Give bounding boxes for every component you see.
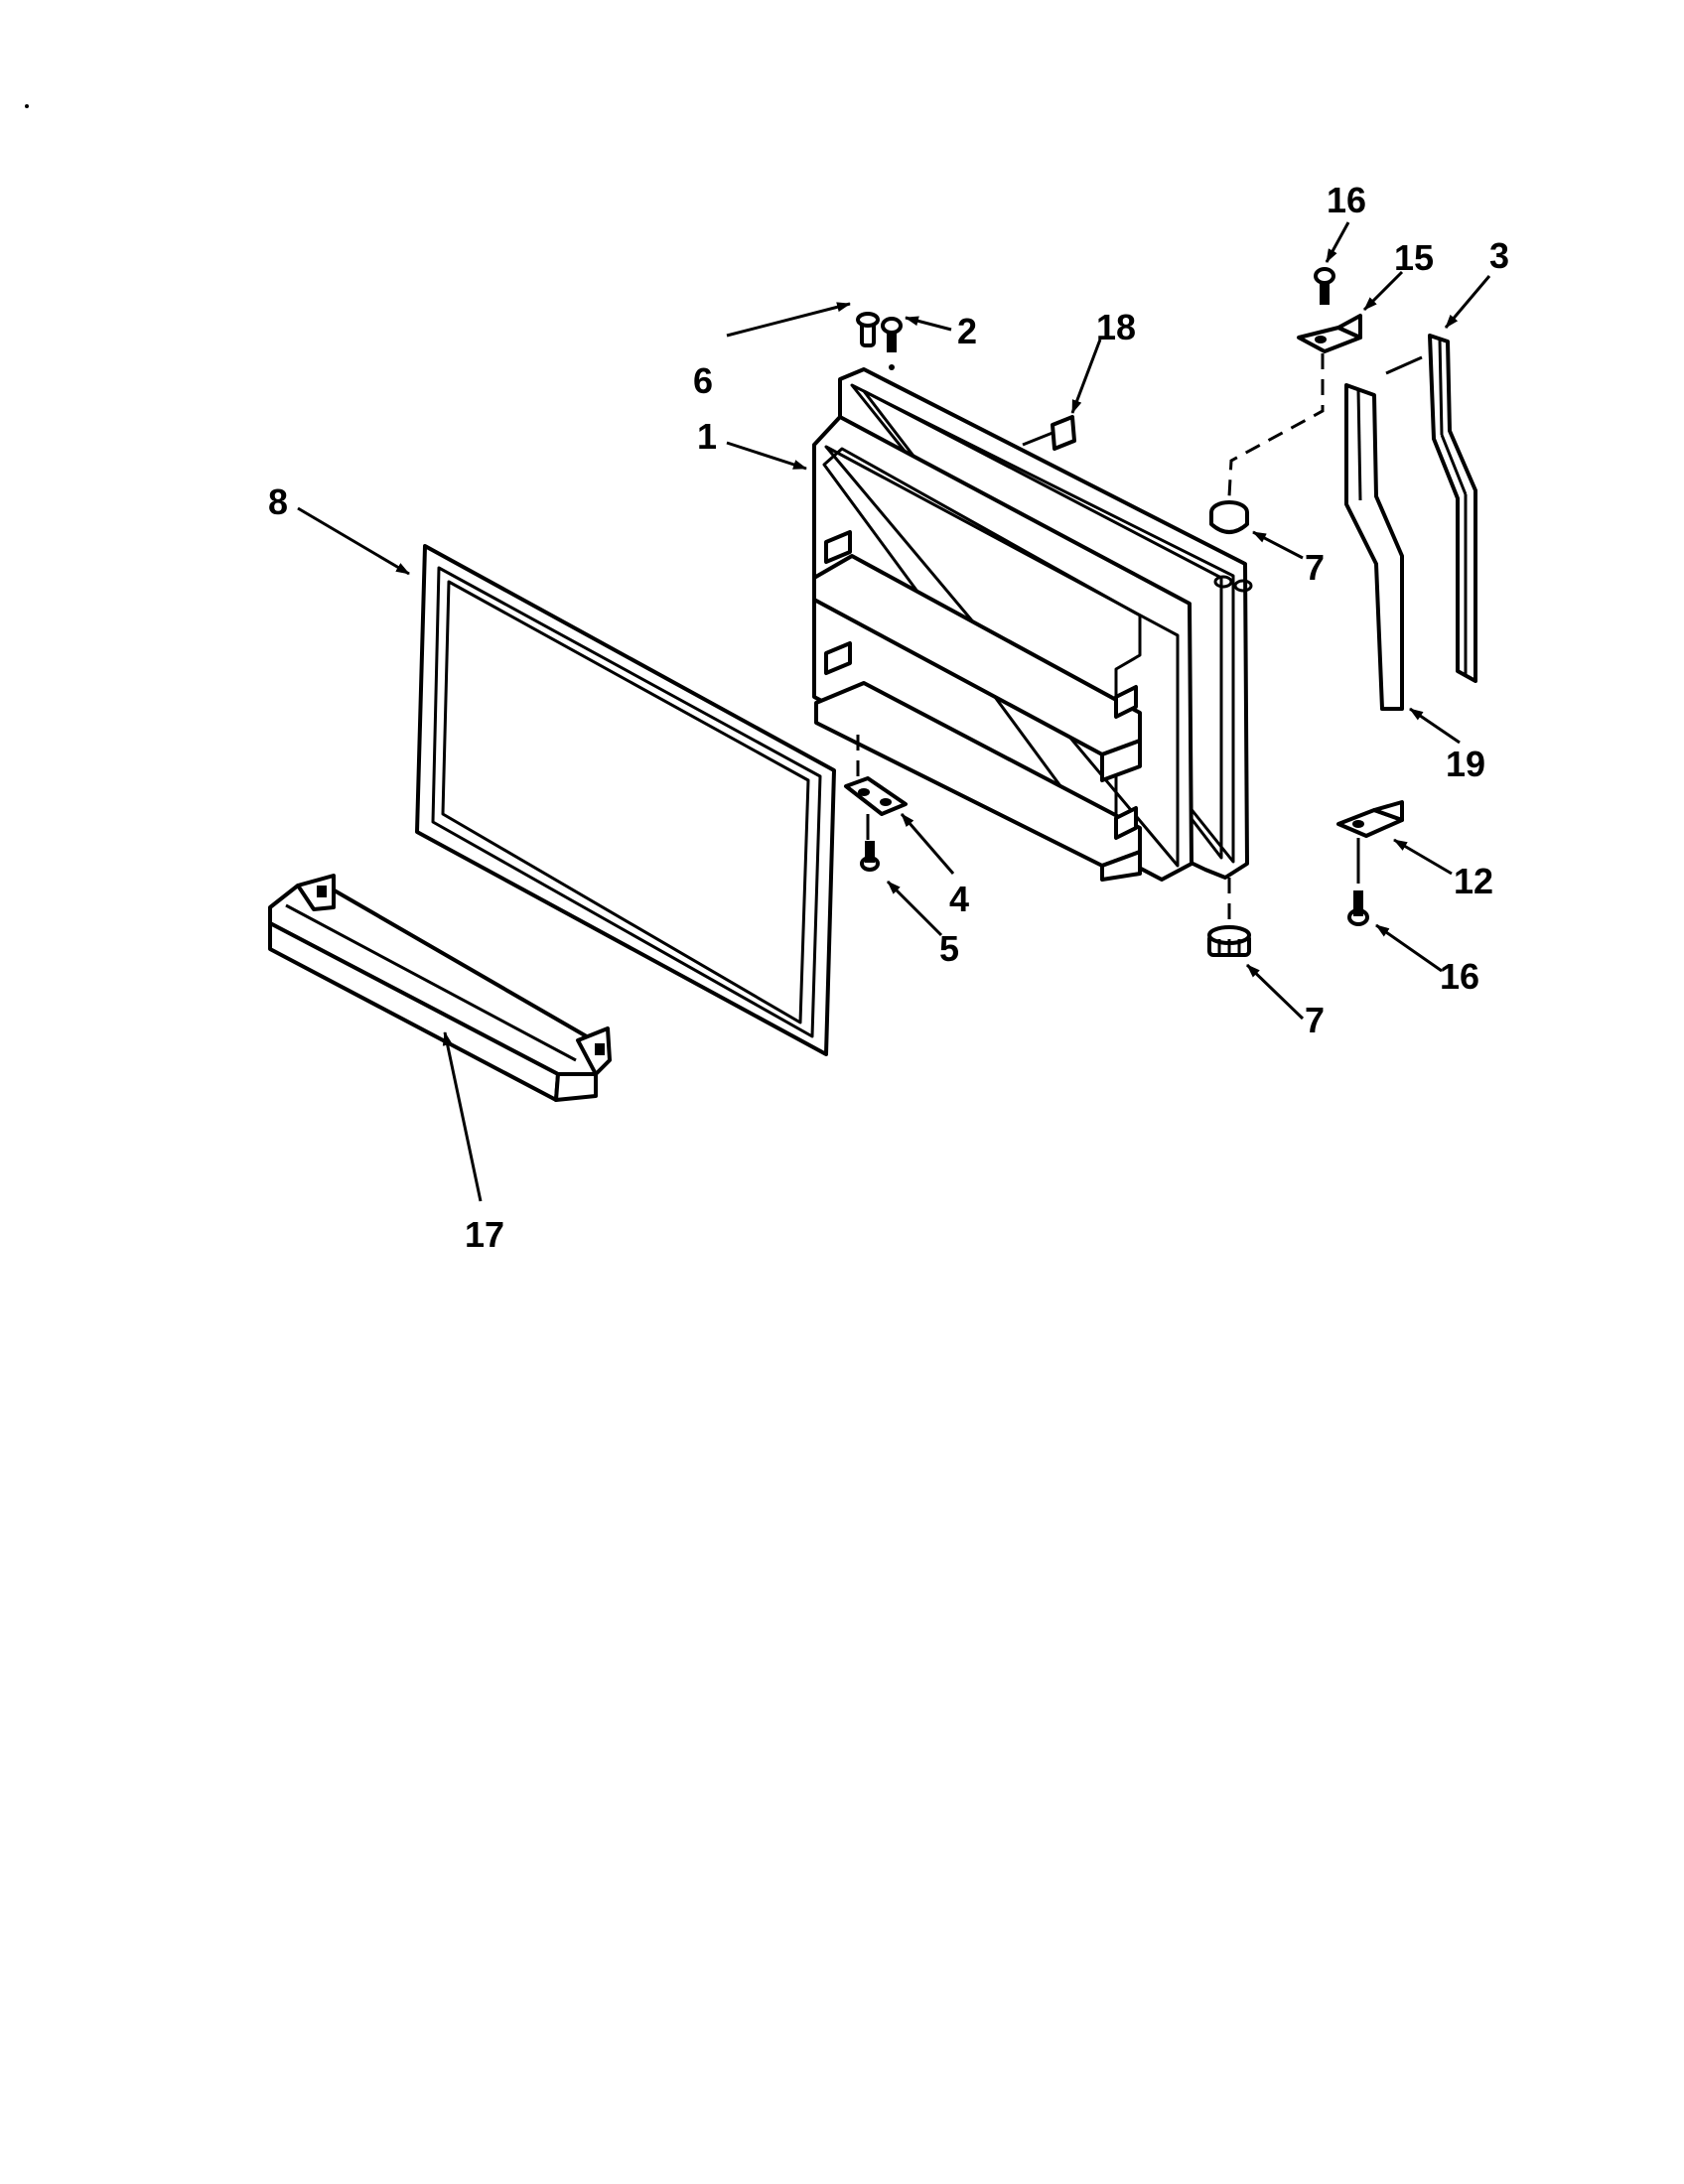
callout-18: 18	[1096, 307, 1136, 347]
side-trim-part	[1428, 334, 1477, 683]
leader-17	[442, 1031, 483, 1202]
callout-6: 6	[693, 360, 713, 401]
leader-16b	[1375, 923, 1443, 973]
leader-18-tail	[1022, 431, 1053, 447]
leader-1	[726, 441, 807, 471]
callout-2: 2	[957, 311, 977, 351]
callout-4: 4	[949, 879, 969, 919]
callout-12: 12	[1454, 861, 1493, 901]
leader-5	[886, 880, 943, 937]
leader-3	[1444, 275, 1491, 329]
trim-strip-part	[1344, 383, 1404, 711]
leader-15	[1362, 270, 1404, 312]
leader-12	[1393, 838, 1453, 876]
callout-16-bottom: 16	[1440, 956, 1479, 997]
callout-19: 19	[1446, 744, 1485, 784]
hinge-cap-top-part	[1209, 500, 1249, 534]
callout-7-bottom: 7	[1305, 1000, 1325, 1040]
label-part	[1051, 415, 1076, 451]
callout-16-top: 16	[1327, 180, 1366, 220]
leader-2	[905, 316, 952, 332]
leader-19-top	[1385, 355, 1423, 375]
plug-button-part	[856, 312, 880, 347]
scan-speck	[25, 104, 29, 108]
callout-1: 1	[697, 416, 717, 457]
callout-5: 5	[939, 928, 959, 969]
leader-7b	[1245, 963, 1305, 1021]
leader-6	[726, 302, 851, 338]
door-handle-part	[268, 874, 612, 1102]
callout-8: 8	[268, 481, 288, 522]
leader-4	[900, 813, 955, 875]
callout-15: 15	[1394, 237, 1434, 278]
bottom-hinge-part	[1336, 800, 1404, 838]
leader-19	[1409, 707, 1461, 745]
leader-18	[1070, 339, 1102, 414]
lower-hinge-bracket-part	[844, 735, 908, 816]
callout-7-top: 7	[1305, 547, 1325, 588]
leader-8	[297, 506, 410, 576]
callout-17: 17	[465, 1214, 504, 1255]
hinge-screw-bottom-part	[1347, 838, 1369, 926]
leader-7a	[1252, 530, 1304, 560]
freezer-door-part	[812, 367, 1253, 882]
callout-3: 3	[1489, 235, 1509, 276]
hinge-bushing-bottom-part	[1207, 878, 1251, 957]
leader-16a	[1325, 221, 1350, 263]
door-gasket-part	[415, 544, 836, 1056]
top-hinge-part	[1227, 314, 1362, 497]
lower-screw-part	[860, 814, 880, 872]
hinge-screw-top-part	[1314, 267, 1335, 305]
screw-part	[881, 317, 903, 370]
